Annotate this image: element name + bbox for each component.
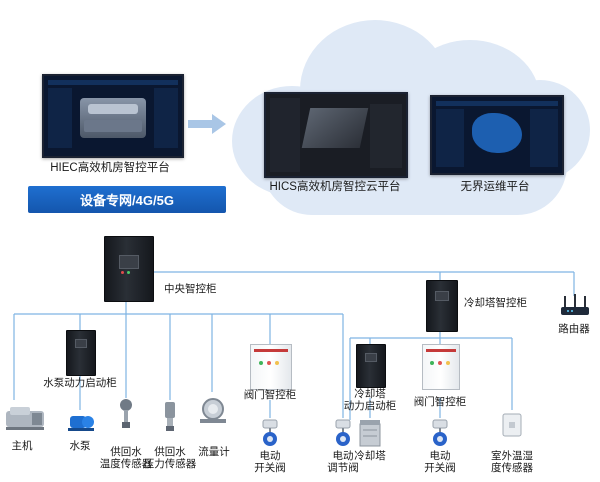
chiller-icon <box>6 407 44 430</box>
device-label-5: 流量计 <box>198 446 230 458</box>
device-label-2: 水泵 <box>69 440 91 452</box>
electric-on-off-valve-icon <box>262 419 278 446</box>
device-label-3-line2: 温度传感器 <box>99 458 153 470</box>
device-label-4-line2: 压力传感器 <box>143 458 197 470</box>
device-label-8: 冷却塔 <box>354 450 386 462</box>
network-banner: 设备专网/4G/5G <box>28 186 226 213</box>
hiec-platform-label: HIEC高效机房智控平台 <box>50 162 170 174</box>
device-label-3-line1: 供回水 <box>110 446 142 458</box>
device-label-10-line2: 度传感器 <box>491 462 533 474</box>
hics-cloud-platform-screen <box>264 92 408 178</box>
device-label-7-line2: 调节阀 <box>327 462 359 474</box>
device-label-9-line2: 开关阀 <box>424 462 456 474</box>
ops-platform-screen <box>430 95 564 175</box>
valve-cabinet-2-label: 阀门智控柜 <box>413 396 467 408</box>
electric-on-off-valve-icon <box>432 419 448 446</box>
central-cabinet-label: 中央智控柜 <box>164 283 217 295</box>
device-label-6-line1: 电动 <box>259 450 281 462</box>
tower-starter-label-line1: 冷却塔 <box>354 388 386 400</box>
upload-arrow <box>188 114 226 134</box>
hiec-platform-screen <box>42 74 184 158</box>
device-label-9-line1: 电动 <box>429 450 451 462</box>
valve-control-cabinet-2 <box>422 344 460 390</box>
temperature-sensor-icon <box>120 399 132 428</box>
cooling-tower-control-cabinet <box>426 280 458 332</box>
pump-starter-cabinet <box>66 330 96 376</box>
router-label: 路由器 <box>558 323 590 335</box>
tower-starter-label-line2: 动力启动柜 <box>343 400 397 412</box>
electric-regulating-valve-icon <box>335 419 351 446</box>
outdoor-temp-humidity-sensor-icon <box>502 413 522 437</box>
device-label-4-line1: 供回水 <box>154 446 186 458</box>
valve-control-cabinet-1 <box>250 344 292 390</box>
device-label-1: 主机 <box>11 440 33 452</box>
cooling-tower-icon <box>359 420 381 447</box>
device-label-6-line2: 开关阀 <box>254 462 286 474</box>
device-label-7-line1: 电动 <box>332 450 354 462</box>
cooling-tower-cabinet-label: 冷却塔智控柜 <box>464 297 527 309</box>
hics-cloud-platform-label: HICS高效机房智控云平台 <box>269 181 401 193</box>
valve-cabinet-1-label: 阀门智控柜 <box>243 389 297 401</box>
central-control-cabinet <box>104 236 154 302</box>
tower-starter-cabinet <box>356 344 386 388</box>
ops-platform-label: 无界运维平台 <box>460 181 530 193</box>
router-icon <box>561 294 589 315</box>
flow-meter-icon <box>200 398 226 423</box>
pump-starter-label: 水泵动力启动柜 <box>43 377 117 389</box>
device-label-10-line1: 室外温湿 <box>491 450 533 462</box>
pressure-sensor-icon <box>165 402 175 431</box>
pump-icon <box>68 416 94 431</box>
